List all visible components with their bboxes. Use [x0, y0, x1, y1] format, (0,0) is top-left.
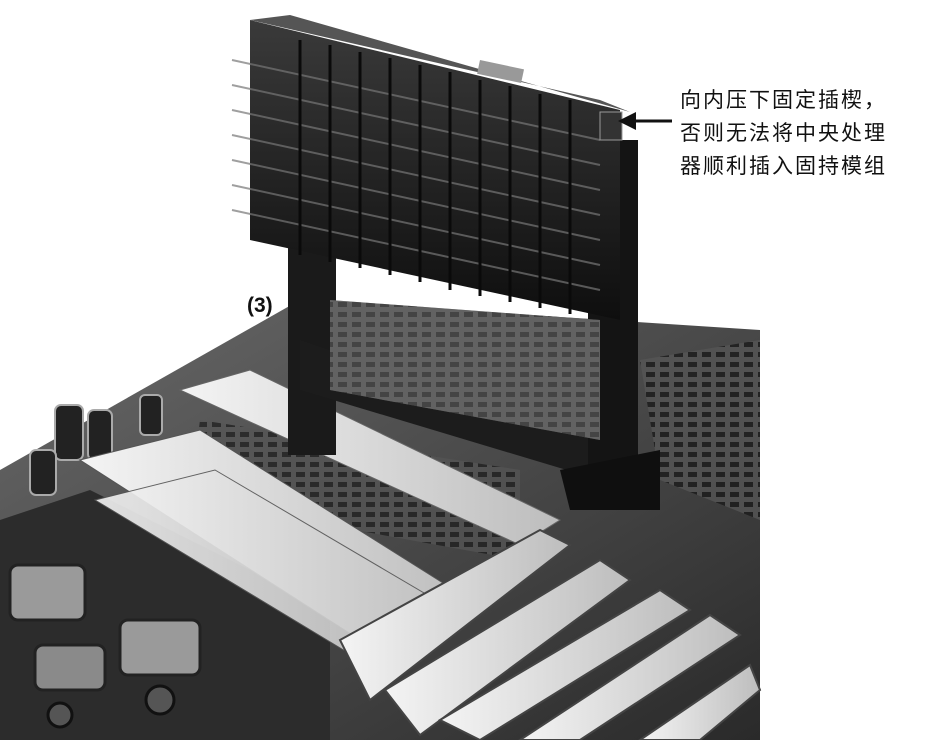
callout-line-1: 向内压下固定插楔， [680, 88, 887, 112]
heatsink [231, 15, 630, 320]
pci-slots [338, 528, 762, 740]
memory-slots [78, 369, 562, 661]
io-ports [0, 490, 330, 740]
step-number-label: (3) [247, 294, 273, 317]
cpu-card [330, 300, 600, 440]
locking-wedge [599, 111, 623, 141]
callout-line-3: 器顺利插入固持模组 [680, 154, 887, 178]
arrow-icon [618, 112, 672, 130]
callout-text: 向内压下固定插楔， 否则无法将中央处理 器顺利插入固持模组 [680, 84, 935, 183]
capacitors [29, 394, 163, 496]
callout-line-2: 否则无法将中央处理 [680, 121, 887, 145]
